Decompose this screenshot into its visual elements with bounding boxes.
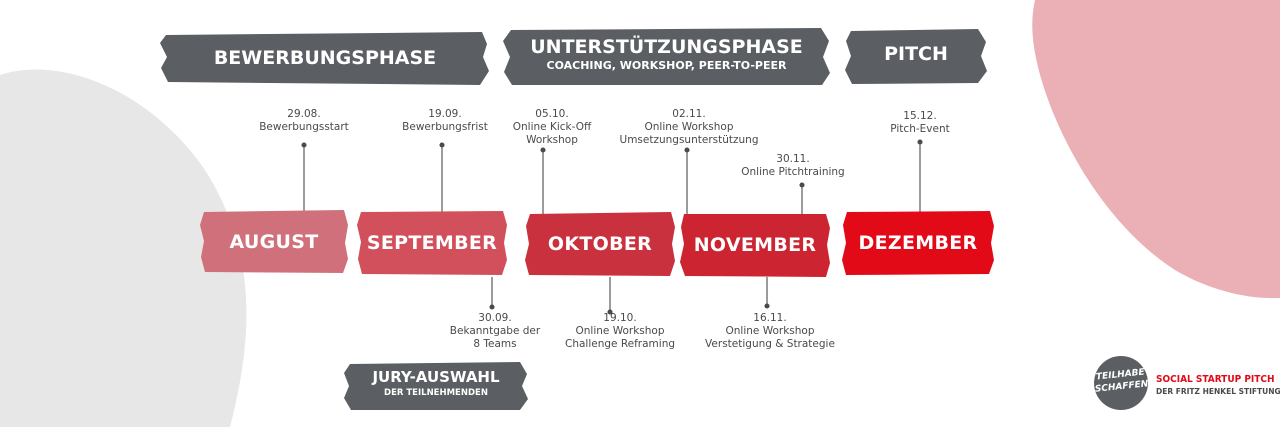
event-text: Verstetigung & Strategie: [705, 338, 835, 350]
event-pitchtraining: 30.11. Online Pitchtraining: [723, 153, 863, 179]
event-text: Online Pitchtraining: [741, 166, 845, 178]
brush-banner: [845, 29, 987, 84]
logo-title: SOCIAL STARTUP PITCH: [1156, 374, 1275, 385]
grey-background-blob: [0, 69, 247, 427]
event-text: Pitch-Event: [890, 123, 950, 135]
social-startup-pitch-wordmark: SOCIAL STARTUP PITCH DER FRITZ HENKEL ST…: [1156, 373, 1280, 397]
event-text: Umsetzungsunterstützung: [619, 134, 759, 146]
brush-block: [842, 211, 994, 275]
event-date: 19.10.: [603, 312, 637, 324]
event-date: 30.11.: [776, 153, 810, 165]
event-bewerbungsfrist: 19.09. Bewerbungsfrist: [375, 108, 515, 134]
event-text: 8 Teams: [473, 338, 517, 350]
phase-bewerbung: BEWERBUNGSPHASE: [160, 30, 490, 87]
event-bekanntgabe: 30.09. Bekanntgabe der 8 Teams: [425, 312, 565, 351]
month-label: AUGUST: [229, 230, 319, 253]
phase-label: UNTERSTÜTZUNGSPHASE: [530, 36, 803, 58]
event-text: Online Workshop: [644, 121, 734, 133]
event-text: Bewerbungsstart: [259, 121, 349, 133]
phase-sublabel: DER TEILNEHMENDEN: [384, 388, 488, 398]
event-date: 19.09.: [428, 108, 462, 120]
event-pitch: 15.12. Pitch-Event: [850, 110, 990, 136]
brush-banner: [344, 362, 528, 410]
brush-block: [525, 212, 675, 276]
month-label: NOVEMBER: [693, 234, 817, 256]
logo-subtitle: DER FRITZ HENKEL STIFTUNG: [1156, 387, 1280, 396]
phase-label: BEWERBUNGSPHASE: [213, 47, 437, 69]
month-label: SEPTEMBER: [366, 232, 498, 254]
event-kickoff: 05.10. Online Kick-Off Workshop: [482, 108, 622, 147]
logo-badge: [1094, 356, 1148, 410]
phase-unterstuetzung: UNTERSTÜTZUNGSPHASE COACHING, WORKSHOP, …: [503, 27, 830, 87]
event-text: Bewerbungsfrist: [402, 121, 488, 133]
brush-block: [200, 210, 348, 273]
month-label: OKTOBER: [547, 233, 653, 255]
event-text: Workshop: [526, 134, 578, 146]
event-verstetigung: 16.11. Online Workshop Verstetigung & St…: [695, 312, 845, 351]
pink-background-blob: [1032, 0, 1280, 299]
event-date: 16.11.: [753, 312, 787, 324]
teilhabe-schaffen-logo: TEILHABE SCHAFFEN: [1093, 355, 1149, 411]
phase-pitch: PITCH: [845, 27, 987, 85]
event-date: 30.09.: [478, 312, 512, 324]
event-date: 02.11.: [672, 108, 706, 120]
event-text: Online Kick-Off: [512, 121, 592, 133]
brush-block: [680, 214, 830, 277]
event-date: 05.10.: [535, 108, 569, 120]
event-text: Challenge Reframing: [564, 338, 676, 350]
brush-banner: [503, 28, 830, 85]
event-text: Online Workshop: [725, 325, 815, 337]
event-date: 29.08.: [287, 108, 321, 120]
event-umsetzung: 02.11. Online Workshop Umsetzungsunterst…: [609, 108, 769, 147]
event-date: 15.12.: [903, 110, 937, 122]
phase-label: JURY-AUSWAHL: [372, 368, 500, 386]
event-reframing: 19.10. Online Workshop Challenge Reframi…: [545, 312, 695, 351]
month-label: DEZEMBER: [858, 232, 978, 254]
month-august: AUGUST: [200, 209, 348, 274]
phase-label: PITCH: [884, 43, 948, 65]
month-november: NOVEMBER: [680, 212, 830, 278]
event-text: Bekanntgabe der: [449, 325, 541, 337]
phase-jury: JURY-AUSWAHL DER TEILNEHMENDEN: [344, 361, 528, 411]
event-bewerbungsstart: 29.08. Bewerbungsstart: [234, 108, 374, 134]
brush-banner: [160, 32, 489, 85]
phase-sublabel: COACHING, WORKSHOP, PEER-TO-PEER: [546, 59, 787, 72]
month-dezember: DEZEMBER: [842, 210, 994, 276]
month-oktober: OKTOBER: [525, 211, 675, 277]
brush-block: [357, 211, 507, 275]
event-text: Online Workshop: [575, 325, 665, 337]
month-september: SEPTEMBER: [357, 210, 507, 276]
